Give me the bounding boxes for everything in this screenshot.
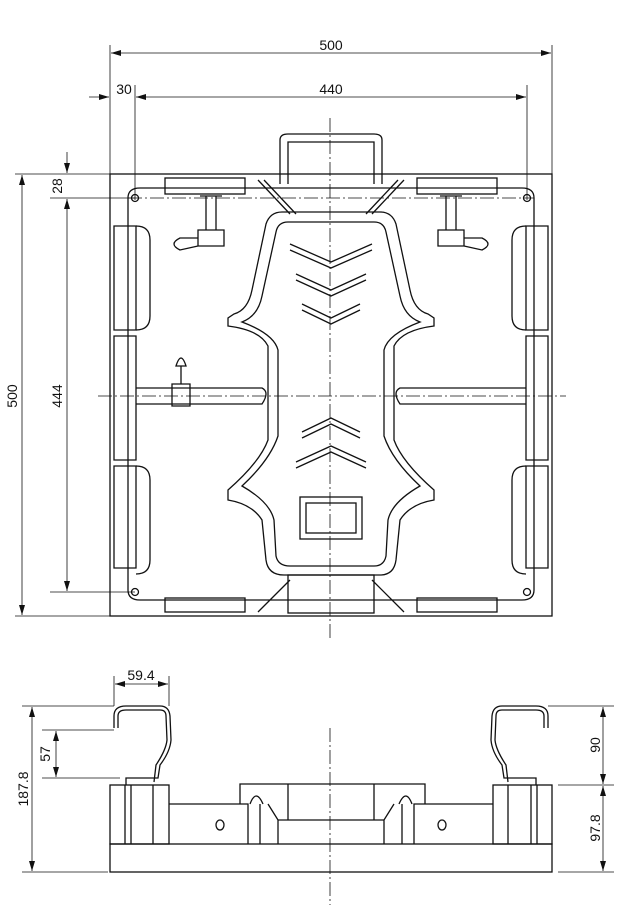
bottom-block <box>287 574 375 614</box>
chevron-marks <box>289 243 373 469</box>
dimension-label: 500 <box>4 384 20 408</box>
block-lines <box>124 785 538 844</box>
mounting-holes <box>130 193 532 597</box>
left-handle <box>113 705 172 785</box>
left-block <box>109 784 170 845</box>
center-window-inner <box>305 502 357 534</box>
dimension-label: 444 <box>49 384 65 408</box>
dimension-label: 500 <box>319 37 343 53</box>
housing-cutouts <box>249 795 413 805</box>
dimension-label: 187.8 <box>15 771 31 806</box>
side-channels <box>113 225 549 575</box>
center-housing <box>239 783 426 844</box>
dimension-label: 90 <box>587 737 603 753</box>
side-view: 59.4 187.8 57 90 97.8 <box>15 667 614 905</box>
top-right-slot <box>416 177 498 195</box>
bottom-right-slot <box>416 597 498 613</box>
top-handle <box>279 133 383 184</box>
dimension-hole-spacing-x: 30 440 <box>89 81 528 200</box>
screw-icon <box>437 819 447 831</box>
dimension-handle-clearance: 57 <box>37 729 120 779</box>
screw-icon <box>215 819 225 831</box>
right-handle <box>490 705 549 785</box>
clamp-levers <box>171 195 489 407</box>
top-view: 500 30 440 500 28 444 <box>4 37 566 640</box>
center-window <box>299 496 363 540</box>
top-left-slot <box>164 177 246 195</box>
right-block <box>492 784 553 845</box>
horizontal-bar <box>136 387 526 405</box>
dimension-total-height: 187.8 <box>15 705 114 873</box>
inner-frame <box>127 187 535 601</box>
bottom-left-slot <box>164 597 246 613</box>
base-plate <box>109 843 553 873</box>
dimension-label: 440 <box>319 81 343 97</box>
braces <box>257 179 405 613</box>
dimension-overall-width: 500 <box>109 37 553 174</box>
dimension-label: 59.4 <box>127 667 154 683</box>
dimension-vertical: 500 28 444 <box>4 152 135 617</box>
dimension-label: 28 <box>49 178 65 194</box>
central-body-inner <box>240 221 422 567</box>
dimension-label: 30 <box>116 81 132 97</box>
central-body <box>227 211 435 576</box>
frame-outline <box>109 173 553 617</box>
dimension-handle-width: 59.4 <box>113 667 170 706</box>
dimension-label: 57 <box>37 746 53 762</box>
dimension-label: 97.8 <box>587 814 603 841</box>
dimension-right: 90 97.8 <box>548 705 614 873</box>
side-walls <box>169 803 493 844</box>
